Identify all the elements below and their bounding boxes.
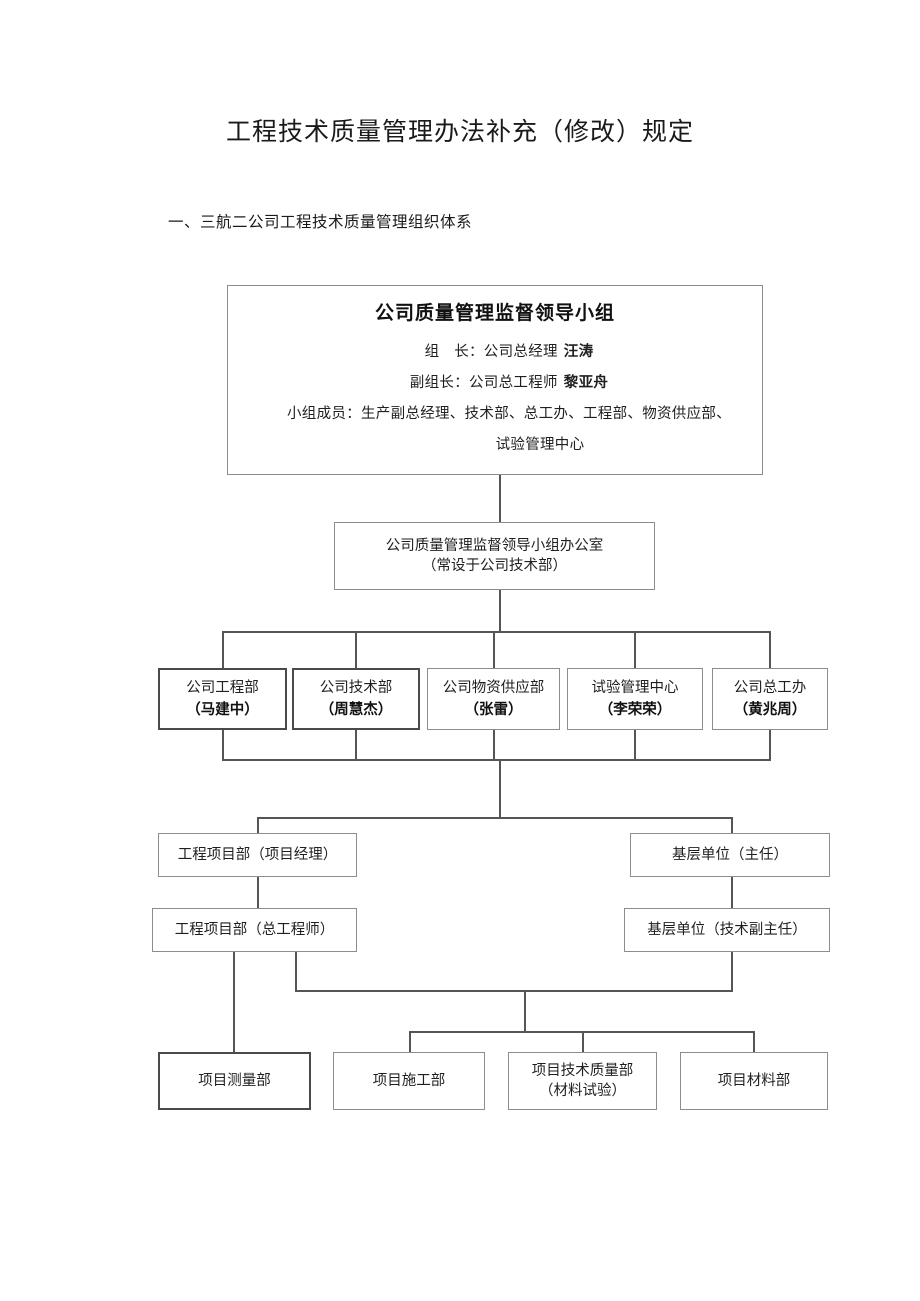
connector-department-bus: [222, 631, 771, 633]
leadership-group-title: 公司质量管理监督领导小组: [374, 302, 615, 324]
node-dept-test-center: 试验管理中心 （李荣荣）: [567, 668, 703, 730]
dept-chief-engineer-office-line-1: 公司总工办: [733, 680, 807, 696]
connector-base-director-to-deputy: [731, 877, 733, 909]
node-dept-chief-engineer-office: 公司总工办 （黄兆周）: [712, 668, 828, 730]
node-base-unit-director: 基层单位（主任）: [630, 833, 830, 877]
connector-mid-join-bus: [295, 990, 733, 992]
connector-bottom-drop-2: [409, 1031, 411, 1054]
leadership-row-members: 小组成员：生产副总经理、技术部、总工办、工程部、物资供应部、: [287, 406, 731, 423]
project-material-dept-line-1: 项目材料部: [717, 1073, 791, 1089]
connector-dept-to-mid: [499, 759, 501, 818]
leadership-row-leader: 组 长：公司总经理汪涛: [424, 343, 594, 361]
connector-dept-out-2: [355, 730, 357, 760]
dept-engineering-line-1: 公司工程部: [186, 680, 259, 696]
node-dept-engineering: 公司工程部 （马建中）: [158, 668, 287, 730]
connector-dept-lower-bus: [222, 759, 771, 761]
connector-office-drop: [499, 590, 501, 632]
node-office: 公司质量管理监督领导小组办公室 （常设于公司技术部）: [334, 522, 655, 590]
section-heading: 一、三航二公司工程技术质量管理组织体系: [168, 213, 473, 231]
node-project-tech-quality-dept: 项目技术质量部 （材料试验）: [508, 1052, 657, 1110]
connector-bottom-drop-3: [582, 1031, 584, 1054]
node-project-material-dept: 项目材料部: [680, 1052, 828, 1110]
connector-mid-bus: [257, 817, 732, 819]
dept-technology-line-1: 公司技术部: [319, 680, 393, 696]
connector-project-manager-to-chief: [257, 877, 259, 909]
dept-engineering-line-2: （马建中）: [186, 701, 259, 718]
connector-dept-out-5: [769, 730, 771, 760]
node-base-unit-deputy-director: 基层单位（技术副主任）: [624, 908, 830, 952]
node-project-construction-dept: 项目施工部: [333, 1052, 485, 1110]
node-dept-materials-supply: 公司物资供应部 （张雷）: [427, 668, 560, 730]
connector-mid-drop-right: [731, 817, 733, 834]
connector-chief-to-survey: [233, 952, 235, 1054]
leadership-row-deputy: 副组长：公司总工程师黎亚舟: [409, 374, 609, 392]
node-project-dept-chief-engineer: 工程项目部（总工程师）: [152, 908, 357, 952]
base-unit-deputy-director-label: 基层单位（技术副主任）: [647, 922, 807, 938]
node-project-survey-dept: 项目测量部: [158, 1052, 311, 1110]
dept-technology-line-2: （周慧杰）: [319, 701, 393, 718]
dept-materials-supply-line-2: （张雷）: [464, 701, 523, 718]
connector-join-to-bottom-bus: [524, 990, 526, 1032]
leadership-row-members-cont: 试验管理中心: [495, 437, 585, 454]
dept-test-center-line-2: （李荣荣）: [598, 701, 672, 718]
project-dept-chief-engineer-label: 工程项目部（总工程师）: [174, 922, 335, 938]
connector-dept-drop-3: [493, 631, 495, 668]
connector-dept-drop-1: [222, 631, 224, 668]
connector-dept-out-4: [634, 730, 636, 760]
office-line-1: 公司质量管理监督领导小组办公室: [385, 538, 604, 554]
base-unit-director-label: 基层单位（主任）: [672, 847, 788, 863]
dept-test-center-line-1: 试验管理中心: [591, 680, 679, 696]
connector-mid-drop-left: [257, 817, 259, 834]
connector-dept-out-3: [493, 730, 495, 760]
connector-dept-drop-2: [355, 631, 357, 668]
page-title: 工程技术质量管理办法补充（修改）规定: [225, 117, 694, 146]
project-survey-dept-line-1: 项目测量部: [198, 1073, 271, 1089]
connector-dept-drop-5: [769, 631, 771, 668]
leadership-group-rows: 组 长：公司总经理汪涛 副组长：公司总工程师黎亚舟 小组成员：生产副总经理、技术…: [228, 342, 762, 455]
project-tech-quality-dept-line-2: （材料试验）: [539, 1083, 626, 1099]
dept-materials-supply-line-1: 公司物资供应部: [442, 680, 545, 696]
project-tech-quality-dept-line-1: 项目技术质量部: [531, 1063, 634, 1079]
node-project-dept-manager: 工程项目部（项目经理）: [158, 833, 357, 877]
connector-lead-to-office: [499, 475, 501, 522]
connector-deputy-branch-drop: [731, 952, 733, 991]
project-construction-dept-line-1: 项目施工部: [372, 1073, 446, 1089]
connector-chief-branch-drop: [295, 952, 297, 991]
node-leadership-group: 公司质量管理监督领导小组 组 长：公司总经理汪涛 副组长：公司总工程师黎亚舟 小…: [227, 285, 763, 475]
dept-chief-engineer-office-line-2: （黄兆周）: [733, 701, 807, 718]
project-dept-manager-label: 工程项目部（项目经理）: [177, 847, 338, 863]
connector-dept-out-1: [222, 730, 224, 760]
office-line-2: （常设于公司技术部）: [422, 558, 567, 574]
node-dept-technology: 公司技术部 （周慧杰）: [292, 668, 420, 730]
connector-dept-drop-4: [634, 631, 636, 668]
connector-bottom-drop-4: [753, 1031, 755, 1054]
